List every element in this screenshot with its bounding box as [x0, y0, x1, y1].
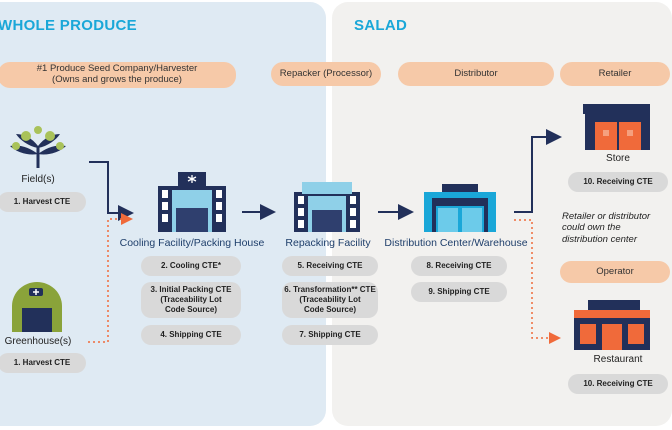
cte-initial-packing-line1: 3. Initial Packing CTE — [150, 285, 232, 294]
harvester-header: #1 Produce Seed Company/Harvester (Owns … — [0, 62, 236, 88]
salad-title: SALAD — [354, 17, 408, 34]
ownership-note-line1: Retailer or distributor — [562, 211, 651, 222]
greenhouse-icon — [12, 282, 62, 332]
store-label: Store — [606, 153, 630, 164]
cte-transformation: 6. Transformation** CTE (Traceability Lo… — [282, 282, 378, 318]
cte-harvest-field: 1. Harvest CTE — [0, 192, 86, 212]
restaurant-label: Restaurant — [593, 354, 643, 365]
cte-cooling: 2. Cooling CTE* — [141, 256, 241, 276]
distribution-center-label: Distribution Center/Warehouse — [384, 237, 528, 249]
repacking-facility-icon — [294, 182, 360, 232]
ownership-note-line3: distribution center — [562, 233, 637, 245]
cte-initial-packing-line2: (Traceability Lot — [160, 295, 222, 304]
distributor-header: Distributor — [398, 62, 554, 86]
cte-harvest-greenhouse: 1. Harvest CTE — [0, 353, 86, 373]
cte-receiving-dist: 8. Receiving CTE — [411, 256, 507, 276]
cooling-facility-label: Cooling Facility/Packing House — [119, 237, 265, 249]
cte-receiving-store: 10. Receiving CTE — [568, 172, 668, 192]
cte-shipping-cooling: 4. Shipping CTE — [141, 325, 241, 345]
operator-header: Operator — [560, 261, 670, 283]
cte-initial-packing: 3. Initial Packing CTE (Traceability Lot… — [141, 282, 241, 318]
repacker-header: Repacker (Processor) — [271, 62, 381, 86]
field-label: Field(s) — [21, 174, 55, 185]
field-plant-icon — [10, 126, 66, 168]
ownership-note: Retailer or distributor could own the di… — [562, 211, 650, 245]
cte-receiving-repack: 5. Receiving CTE — [282, 256, 378, 276]
cte-shipping-repack: 7. Shipping CTE — [282, 325, 378, 345]
cte-transformation-line1: 6. Transformation** CTE — [284, 285, 376, 294]
cte-transformation-line2: (Traceability Lot — [299, 295, 361, 304]
cte-transformation-line3: Code Source) — [303, 305, 356, 314]
cte-shipping-dist: 9. Shipping CTE — [411, 282, 507, 302]
whole-produce-title: WHOLE PRODUCE — [0, 17, 137, 34]
restaurant-icon — [574, 300, 650, 350]
ownership-note-line2: could own the — [562, 222, 621, 234]
distribution-center-icon — [424, 184, 496, 232]
store-icon — [583, 104, 650, 150]
harvester-header-line2: (Owns and grows the produce) — [52, 74, 182, 85]
retailer-header: Retailer — [560, 62, 670, 86]
cte-initial-packing-line3: Code Source) — [164, 305, 217, 314]
harvester-header-line1: #1 Produce Seed Company/Harvester — [36, 63, 198, 75]
greenhouse-label: Greenhouse(s) — [4, 336, 72, 347]
repacking-facility-label: Repacking Facility — [285, 237, 371, 249]
cooling-facility-icon — [158, 172, 226, 232]
cte-receiving-restaurant: 10. Receiving CTE — [568, 374, 668, 394]
